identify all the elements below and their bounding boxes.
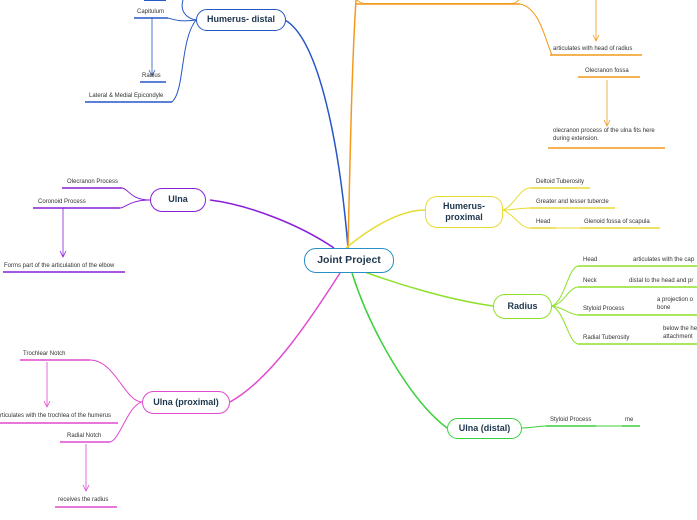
label-radius-head[interactable]: Head: [583, 257, 598, 263]
label-elbow-articulation[interactable]: Forms part of the articulation of the el…: [4, 263, 115, 269]
label-glenoid-fossa[interactable]: Glenoid fossa of scapula: [584, 219, 650, 225]
link-ulna: [209, 199, 335, 249]
label-olecranon-process[interactable]: Olecranon Process: [67, 179, 119, 185]
topic-radius[interactable]: Radius: [493, 294, 552, 319]
topic-humerus-proximal[interactable]: Humerus-proximal: [425, 196, 503, 228]
topic-humerus-distal[interactable]: Humerus- distal: [196, 9, 286, 31]
central-topic[interactable]: Joint Project: [304, 248, 394, 273]
link-top-branch: [347, 0, 357, 249]
label-radius-styloid[interactable]: Styloid Process: [583, 306, 625, 312]
label-radius-neck-desc[interactable]: distal to the head and pr: [629, 278, 694, 284]
topic-ulna[interactable]: Ulna: [150, 188, 206, 212]
link-ulna-proximal: [229, 272, 341, 403]
label-epicondyle[interactable]: Lateral & Medial Epicondyle: [89, 93, 164, 99]
label-capitulum[interactable]: Capitulum: [137, 9, 165, 15]
label-trochlear-notch[interactable]: Trochlear Notch: [23, 351, 66, 357]
link-humerus-distal: [284, 19, 349, 249]
label-radius-neck[interactable]: Neck: [583, 278, 597, 284]
label-radius[interactable]: Radius: [142, 73, 161, 79]
link-ulna-distal: [351, 272, 448, 429]
label-radius-styloid-desc[interactable]: a projection o bone: [657, 297, 694, 311]
label-radius-head-desc[interactable]: articulates with the cap: [633, 257, 695, 263]
label-radial-tuberosity-desc[interactable]: below the he attachment: [663, 326, 697, 340]
label-head[interactable]: Head: [536, 219, 551, 225]
topic-ulna-proximal[interactable]: Ulna (proximal): [142, 391, 230, 414]
label-deltoid-tuberosity[interactable]: Deltoid Tuberosity: [536, 179, 585, 185]
label-articulates-head-radius[interactable]: articulates with head of radius: [553, 46, 633, 52]
label-radial-tuberosity[interactable]: Radial Tuberosity: [583, 335, 630, 341]
label-tubercles[interactable]: Greater and lesser tubercle: [536, 199, 609, 205]
label-trochlea-articulation[interactable]: rticulates with the trochlea of the hume…: [0, 413, 112, 419]
topic-ulna-distal[interactable]: Ulna (distal): [447, 418, 522, 439]
label-olecranon-fossa[interactable]: Olecranon fossa: [585, 68, 629, 74]
link-humerus-proximal: [345, 209, 426, 249]
label-coronoid-process[interactable]: Coronoid Process: [38, 199, 86, 205]
link-radius: [361, 270, 494, 307]
label-olecranon-process-fits[interactable]: olecranon process of the ulna fits here …: [553, 128, 655, 142]
label-ulna-styloid-desc[interactable]: me: [625, 417, 634, 423]
label-radial-notch[interactable]: Radial Notch: [67, 433, 102, 439]
label-ulna-styloid[interactable]: Styloid Process: [550, 417, 592, 423]
label-receives-radius[interactable]: receives the radius: [58, 497, 109, 503]
topic-top-branch[interactable]: [354, 0, 522, 4]
